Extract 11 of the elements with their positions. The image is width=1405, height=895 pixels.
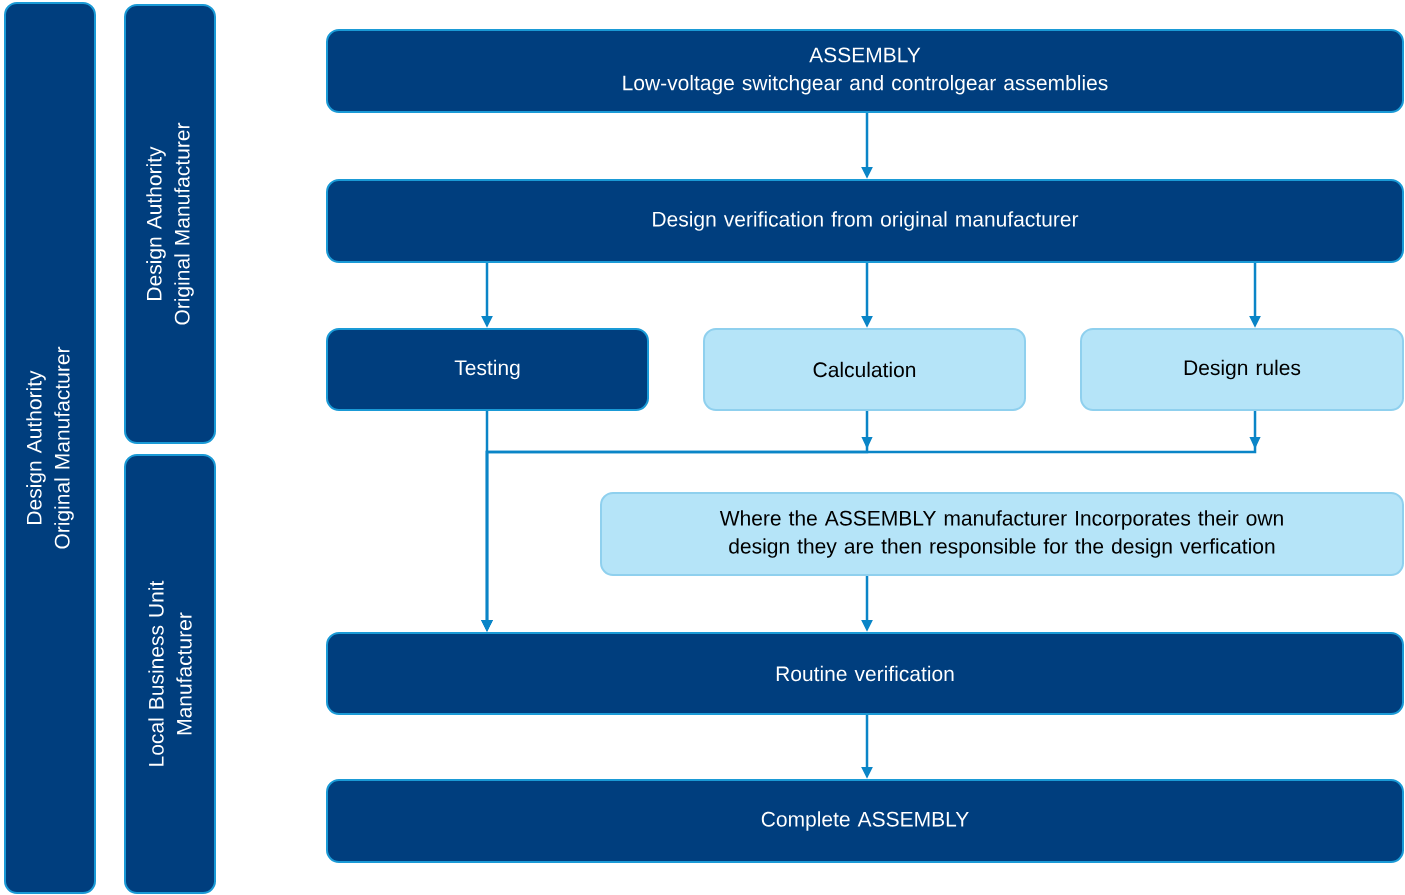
process-box: ASSEMBLY Low-voltage switchgear and controlgear assemblies [326,29,1404,113]
side-bar: Design Authority Original Manufacturer [124,4,216,444]
process-box: Complete ASSEMBLY [326,779,1404,863]
process-box: Design verification from original manufacturer [326,179,1404,263]
process-box: Where the ASSEMBLY manufacturer Incorporates their own design they are then responsible for the design verfication [600,492,1404,576]
process-box: Design rules [1080,328,1404,411]
process-box: Routine verification [326,632,1404,715]
process-box: Calculation [703,328,1026,411]
process-box: Testing [326,328,649,411]
side-bar: Local Business Unit Manufacturer [124,454,216,894]
side-bar: Design Authority Original Manufacturer [4,2,96,894]
